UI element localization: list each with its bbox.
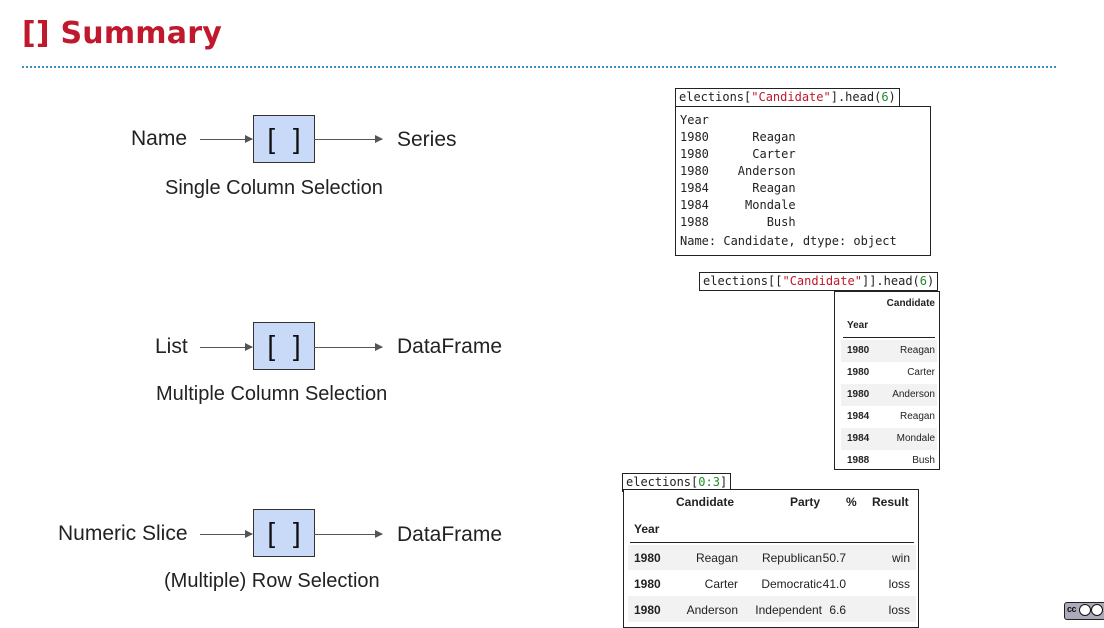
series-line: 1980 Reagan <box>680 130 796 144</box>
code-series-mid: ].head( <box>830 90 882 104</box>
column-header: Result <box>872 495 909 509</box>
row2-input-label: List <box>155 335 188 358</box>
code-df2-prefix: elections[ <box>626 475 699 489</box>
table-row-year: 1980 <box>634 603 661 617</box>
table-row-year: 1984 <box>847 411 870 422</box>
table-row-candidate: Reagan <box>899 411 935 422</box>
code-df1-mid: ]].head( <box>861 274 920 288</box>
row-band <box>841 340 937 362</box>
row1-operator-label: [ ] <box>267 123 306 154</box>
series-line: 1980 Anderson <box>680 164 796 178</box>
series-output: Year 1980 Reagan 1980 Carter 1980 Anders… <box>675 106 931 256</box>
series-line: Name: Candidate, dtype: object <box>680 234 897 248</box>
code-df2-slice: 0:3 <box>698 475 720 489</box>
series-line: 1988 Bush <box>680 215 796 229</box>
row3-input-label: Numeric Slice <box>58 522 188 545</box>
code-df1-prefix: elections[[ <box>703 274 783 288</box>
row2-operator-box: [ ] <box>253 322 315 370</box>
index-name: Year <box>634 522 660 536</box>
row1-input-label: Name <box>131 127 188 150</box>
code-series-num: 6 <box>881 90 889 104</box>
header-rule <box>630 542 914 543</box>
table-row-result: loss <box>888 603 910 617</box>
column-header: % <box>846 495 857 509</box>
row3-output-label: DataFrame <box>397 523 503 546</box>
creative-commons-icon: cc <box>1064 602 1104 620</box>
column-header: Candidate <box>886 298 935 309</box>
table-row-candidate: Carter <box>907 367 935 378</box>
table-row-result: win <box>891 551 910 565</box>
table-row-party: Democratic <box>761 577 822 591</box>
row1-output-arrow <box>314 135 383 143</box>
table-row-year: 1980 <box>847 389 870 400</box>
row1-operator-box: [ ] <box>253 115 315 163</box>
row1-caption: Single Column Selection <box>165 177 383 199</box>
table-row-candidate: Bush <box>912 455 935 466</box>
row2-operator-label: [ ] <box>267 330 306 361</box>
row2-output-label: DataFrame <box>397 335 503 358</box>
row-band <box>841 428 937 450</box>
series-line: 1980 Carter <box>680 147 796 161</box>
row-band <box>841 384 937 406</box>
code-df1-arg: "Candidate" <box>782 274 862 288</box>
row3-operator-label: [ ] <box>267 517 306 548</box>
row3-output-arrow <box>314 530 383 538</box>
code-df2-suffix: ] <box>719 475 728 489</box>
table-row-result: loss <box>888 577 910 591</box>
table-row-pct: 6.6 <box>829 603 846 617</box>
table-row-candidate: Anderson <box>686 603 738 617</box>
row2-output-arrow <box>314 343 383 351</box>
series-line: 1984 Mondale <box>680 198 796 212</box>
dataframe-table-2: Candidate Party % Result Year 1980 Reaga… <box>623 489 919 628</box>
table-row-year: 1980 <box>847 345 870 356</box>
table-row-candidate: Reagan <box>899 345 935 356</box>
table-row-candidate: Reagan <box>695 551 738 565</box>
row1-output-label: Series <box>397 128 457 151</box>
page-title: [] Summary <box>22 16 222 51</box>
license-ring-icon <box>1079 604 1091 616</box>
code-df1-num: 6 <box>919 274 927 288</box>
dataframe-table-1: Candidate Year 1980 Reagan 1980 Carter 1… <box>834 291 940 470</box>
table-row-year: 1988 <box>847 455 870 466</box>
code-df2: elections[0:3] <box>622 473 732 492</box>
series-line: Year <box>680 113 709 127</box>
code-series-prefix: elections[ <box>679 90 752 104</box>
header-rule <box>843 337 935 338</box>
table-row-year: 1980 <box>634 577 661 591</box>
license-badge-text: cc <box>1067 604 1077 614</box>
table-row-year: 1984 <box>847 433 870 444</box>
table-row-candidate: Anderson <box>892 389 935 400</box>
row1-input-arrow <box>200 135 253 143</box>
column-header: Party <box>790 495 821 509</box>
index-name: Year <box>847 320 869 331</box>
table-row-party: Republican <box>761 551 822 565</box>
code-df1: elections[["Candidate"]].head(6) <box>699 272 939 291</box>
code-df1-suffix: ) <box>927 274 935 288</box>
table-row-pct: 41.0 <box>822 577 846 591</box>
license-ring-icon <box>1091 604 1103 616</box>
table-row-year: 1980 <box>847 367 870 378</box>
row-band <box>628 596 916 622</box>
code-series: elections["Candidate"].head(6) <box>675 88 900 107</box>
row3-caption: (Multiple) Row Selection <box>164 570 380 592</box>
table-row-party: Independent <box>755 603 822 617</box>
table-row-candidate: Carter <box>704 577 738 591</box>
code-series-arg: "Candidate" <box>751 90 831 104</box>
row3-input-arrow <box>200 530 253 538</box>
table-row-candidate: Mondale <box>896 433 935 444</box>
row2-caption: Multiple Column Selection <box>156 383 388 405</box>
code-series-suffix: ) <box>888 90 896 104</box>
row2-input-arrow <box>200 343 253 351</box>
row-band <box>628 545 916 570</box>
column-header: Candidate <box>676 495 735 509</box>
title-divider <box>22 66 1056 68</box>
row3-operator-box: [ ] <box>253 509 315 557</box>
table-row-pct: 50.7 <box>822 551 846 565</box>
series-line: 1984 Reagan <box>680 181 796 195</box>
table-row-year: 1980 <box>634 551 661 565</box>
